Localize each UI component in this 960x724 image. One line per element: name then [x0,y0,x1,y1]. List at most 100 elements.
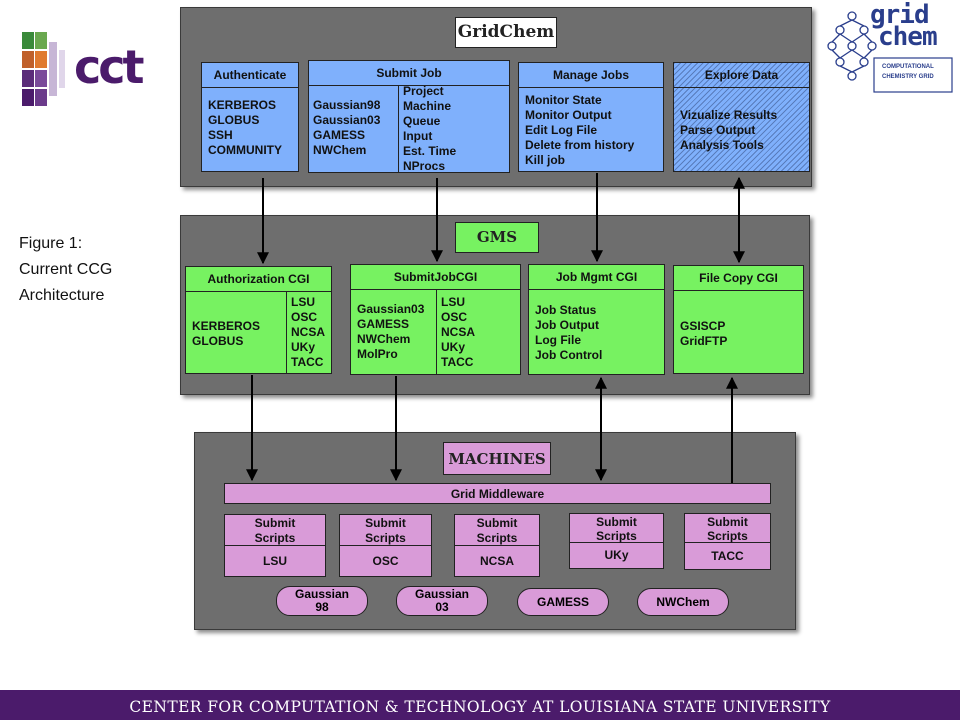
caption-line-1: Figure 1: [19,235,83,252]
site-label: LSU [263,554,287,568]
app-pill: Gaussian 98 [276,586,368,616]
app-pill-label: Gaussian 03 [414,587,470,614]
submitjob-app: MolPro [357,347,398,361]
submit-job-app: Gaussian98 [313,98,381,112]
gridchem-logo-sub2: CHEMISTRY GRID [882,74,934,80]
figure-caption: Figure 1: Current CCG Architecture [19,231,169,309]
explore-data-box: Explore Data Vizualize Results Parse Out… [673,62,810,172]
app-pill-label: NWChem [656,594,710,609]
gridchem-logo: grid chem COMPUTATIONAL CHEMISTRY GRID [826,0,954,94]
authenticate-box: Authenticate KERBEROS GLOBUS SSH COMMUNI… [201,62,299,172]
submitjob-site: LSU [441,295,465,309]
submit-scripts-label: Submit Scripts [225,515,325,546]
submitjob-site: TACC [441,355,474,369]
submitjob-site: OSC [441,310,468,324]
jobmgmt-cgi-header: Job Mgmt CGI [529,265,664,290]
site-label: NCSA [479,554,514,568]
submit-scripts-label: Submit Scripts [685,514,770,543]
app-pill: Gaussian 03 [396,586,488,616]
submit-scripts-lsu: Submit Scripts LSU [224,514,326,577]
caption-line-2: Current CCG [19,261,113,278]
submit-job-app: GAMESS [313,128,366,142]
manage-jobs-item: Edit Log File [525,123,597,137]
authenticate-header: Authenticate [202,63,298,88]
filecopy-cgi-header: File Copy CGI [674,266,803,291]
submit-job-param: Project [403,84,444,98]
submit-job-param: NProcs [403,159,446,173]
site-label: OSC [372,554,399,568]
authorization-site: OSC [291,310,318,324]
manage-jobs-item: Monitor State [525,93,602,107]
gms-title: GMS [455,222,539,253]
explore-data-item: Vizualize Results [680,108,778,122]
manage-jobs-box: Manage Jobs Monitor State Monitor Output… [518,62,664,172]
site-label: TACC [711,549,744,563]
submitjob-site: NCSA [441,325,476,339]
submit-job-app: Gaussian03 [313,113,381,127]
gridchem-logo-sub1: COMPUTATIONAL [882,64,934,70]
app-pill: GAMESS [517,588,609,616]
submit-job-param: Est. Time [403,144,457,158]
jobmgmt-item: Log File [535,333,581,347]
grid-middleware-bar: Grid Middleware [224,483,771,504]
app-pill-label: Gaussian 98 [294,587,350,614]
authorization-site: NCSA [291,325,326,339]
authorization-method: GLOBUS [192,334,244,348]
gridchem-logo-grid: grid [870,0,930,30]
app-pill-label: GAMESS [536,594,589,609]
submit-job-app: NWChem [313,143,367,157]
manage-jobs-item: Monitor Output [525,108,612,122]
explore-data-item: Analysis Tools [680,138,764,152]
submit-job-param: Input [403,129,433,143]
cct-logo-text: cct [74,40,145,94]
authorization-site: TACC [291,355,324,369]
authorization-site: LSU [291,295,315,309]
submit-scripts-label: Submit Scripts [340,515,431,546]
manage-jobs-item: Delete from history [525,138,635,152]
filecopy-item: GSISCP [680,319,726,333]
cct-logo: cct [22,32,172,110]
authorization-method: KERBEROS [192,319,261,333]
submit-job-box: Submit Job Gaussian98 Gaussian03 GAMESS … [308,60,510,173]
submitjob-app: GAMESS [357,317,410,331]
submit-scripts-label: Submit Scripts [455,515,539,546]
authorization-cgi-box: Authorization CGI KERBEROS GLOBUS LSU OS… [185,266,332,374]
app-pill: NWChem [637,588,729,616]
jobmgmt-item: Job Status [535,303,597,317]
submit-scripts-uky: Submit Scripts UKy [569,513,664,569]
caption-line-3: Architecture [19,287,105,304]
submit-scripts-osc: Submit Scripts OSC [339,514,432,577]
submit-scripts-ncsa: Submit Scripts NCSA [454,514,540,577]
authorization-cgi-header: Authorization CGI [186,267,331,292]
filecopy-cgi-box: File Copy CGI GSISCP GridFTP [673,265,804,374]
jobmgmt-cgi-box: Job Mgmt CGI Job Status Job Output Log F… [528,264,665,375]
machines-title: MACHINES [443,442,551,475]
submit-job-header: Submit Job [309,61,509,86]
explore-data-header: Explore Data [674,63,809,88]
gridchem-logo-chem: chem [878,22,938,52]
submit-scripts-label: Submit Scripts [570,514,663,543]
submitjob-cgi-box: SubmitJobCGI Gaussian03 GAMESS NWChem Mo… [350,264,521,375]
gridchem-title: GridChem [455,17,557,48]
auth-item: GLOBUS [208,113,260,127]
manage-jobs-header: Manage Jobs [519,63,663,88]
submit-scripts-tacc: Submit Scripts TACC [684,513,771,570]
submit-job-param: Queue [403,114,441,128]
footer-banner: CENTER FOR COMPUTATION & TECHNOLOGY AT L… [0,690,960,720]
submitjob-app: Gaussian03 [357,302,425,316]
authorization-site: UKy [291,340,316,354]
explore-data-item: Parse Output [680,123,756,137]
submit-job-param: Machine [403,99,452,113]
auth-item: SSH [208,128,233,142]
site-label: UKy [604,548,629,562]
jobmgmt-item: Job Output [535,318,599,332]
jobmgmt-item: Job Control [535,348,603,362]
auth-item: COMMUNITY [208,143,282,157]
manage-jobs-item: Kill job [525,153,565,167]
auth-item: KERBEROS [208,98,277,112]
submitjob-site: UKy [441,340,466,354]
filecopy-item: GridFTP [680,334,728,348]
submitjob-cgi-header: SubmitJobCGI [351,265,520,290]
submitjob-app: NWChem [357,332,411,346]
